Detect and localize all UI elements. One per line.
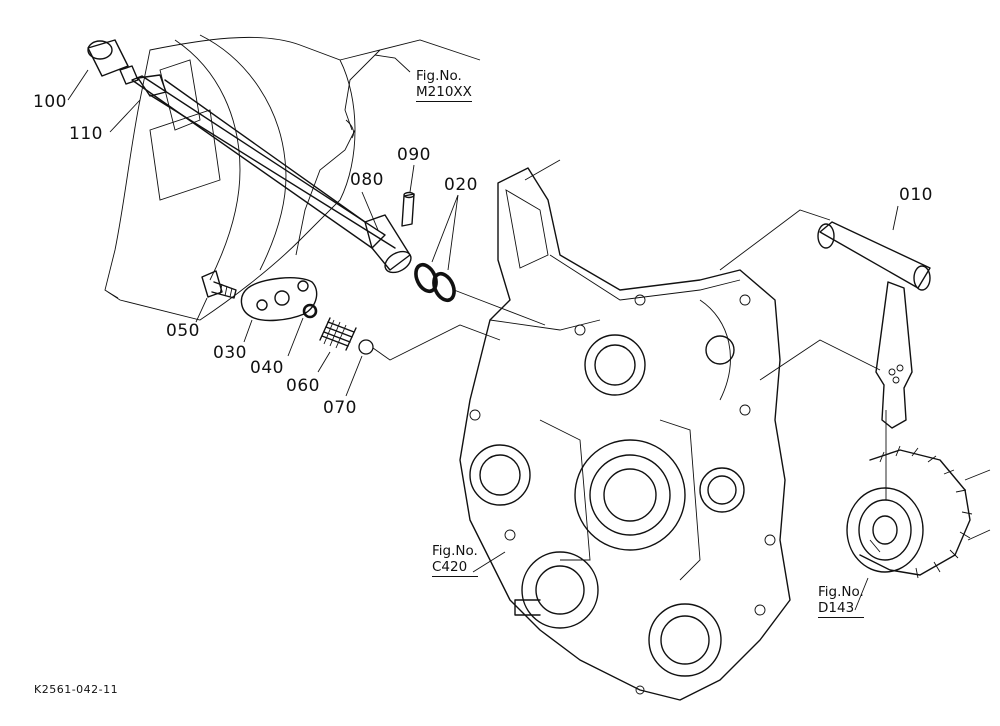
part-label-010: 010 <box>899 185 933 205</box>
assembly-lines <box>372 159 887 500</box>
fig-ref-title: Fig.No. <box>416 68 462 84</box>
fig-ref-c420: Fig.No. C420 <box>432 543 478 578</box>
part-label-110: 110 <box>69 124 103 144</box>
gear-case <box>459 167 791 701</box>
fig-ref-title: Fig.No. <box>818 584 864 600</box>
bolt-part-050 <box>201 270 237 299</box>
drawing-code: K2561-042-11 <box>34 683 119 696</box>
part-label-050: 050 <box>166 321 200 341</box>
shaft-part-080 <box>131 74 412 274</box>
fig-ref-d143: Fig.No. D143 <box>818 584 864 619</box>
knob-part-100 <box>87 39 139 85</box>
part-label-020: 020 <box>444 175 478 195</box>
part-label-090: 090 <box>397 145 431 165</box>
pin-part-090 <box>401 191 415 227</box>
o-ring-part-040 <box>302 303 318 319</box>
part-label-060: 060 <box>286 376 320 396</box>
gear-wheel <box>846 445 991 579</box>
o-rings-part-020 <box>414 262 456 303</box>
part-label-100: 100 <box>33 92 67 112</box>
fig-ref-code: M210XX <box>416 84 472 103</box>
part-label-070: 070 <box>323 398 357 418</box>
part-label-080: 080 <box>350 170 384 190</box>
fig-ref-m210xx: Fig.No. M210XX <box>416 68 472 103</box>
shift-lever-part-010 <box>817 221 931 429</box>
fig-ref-code: D143 <box>818 600 864 619</box>
housing-outline <box>104 34 481 321</box>
leader-lines <box>67 54 899 611</box>
spring-part-060 <box>319 317 357 351</box>
part-label-030: 030 <box>213 343 247 363</box>
ball-part-070 <box>358 339 374 355</box>
fig-ref-code: C420 <box>432 559 478 578</box>
fig-ref-title: Fig.No. <box>432 543 478 559</box>
part-label-040: 040 <box>250 358 284 378</box>
